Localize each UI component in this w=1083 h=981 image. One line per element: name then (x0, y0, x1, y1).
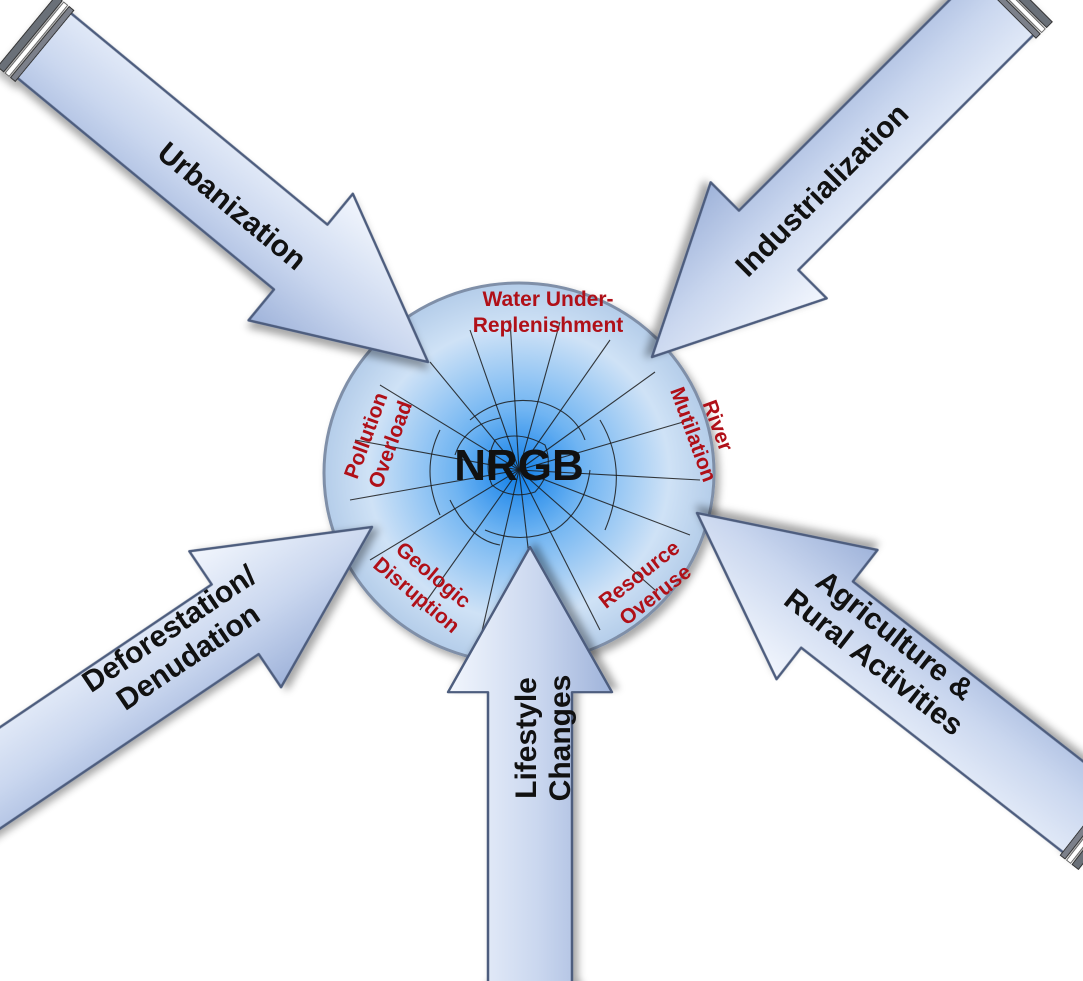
crack-lines (349, 319, 701, 651)
impact-water: Water Under- Replenishment (473, 288, 624, 337)
center-circle (322, 281, 716, 665)
driver-lifestyle-line2: Changes (544, 675, 577, 802)
impact-water-line1: Water Under- (482, 288, 613, 311)
driver-industrialization-line1: Industrialization (729, 97, 915, 283)
impact-water-line2: Replenishment (473, 314, 624, 337)
driver-industrialization: Industrialization (729, 97, 915, 283)
center-title: NRGB (454, 441, 584, 490)
arrow-industrialization (592, 0, 1079, 417)
driver-lifestyle: Lifestyle Changes (510, 675, 577, 802)
driver-lifestyle-line1: Lifestyle (510, 677, 543, 799)
